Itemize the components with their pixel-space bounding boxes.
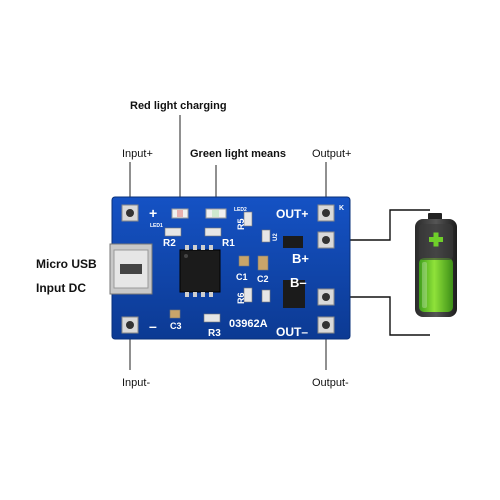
output-minus-label: Output-: [312, 377, 349, 389]
battery-plus-icon: [429, 232, 443, 247]
pcb-board: + – LED1 LED2 R2 R1 R5 R6 R3 C1 C2 C3 U2…: [109, 196, 351, 340]
leader-lines: [129, 115, 327, 370]
silk-c1: C1: [236, 272, 248, 282]
silk-plus: +: [149, 205, 157, 221]
silk-r1: R1: [222, 238, 235, 249]
silk-r3: R3: [208, 328, 221, 339]
silk-out-minus: OUT–: [276, 325, 308, 339]
charger-ic: [179, 245, 221, 297]
protection-ic: [283, 236, 305, 308]
silk-out-plus: OUT+: [276, 207, 308, 221]
silk-led1: LED1: [150, 223, 163, 229]
micro-usb-connector: [109, 243, 153, 295]
led-green: [205, 208, 227, 219]
solder-pads: [121, 204, 335, 334]
silk-led2: LED2: [234, 207, 247, 213]
red-light-label: Red light charging: [130, 100, 227, 112]
silk-b-minus: B–: [290, 275, 307, 290]
battery-charging-icon: [415, 213, 457, 317]
silk-r2: R2: [163, 238, 176, 249]
silk-c3: C3: [170, 321, 182, 331]
passive-components: [164, 211, 271, 323]
output-plus-label: Output+: [312, 148, 352, 160]
silk-r5: R5: [236, 218, 246, 230]
silk-u2: U2: [273, 233, 279, 241]
micro-usb-label: Micro USB Input DC: [36, 252, 97, 300]
input-minus-label: Input-: [122, 377, 151, 389]
micro-usb-label-line2: Input DC: [36, 281, 86, 295]
green-light-label: Green light means: [190, 148, 286, 160]
silk-c2: C2: [257, 274, 269, 284]
input-plus-label: Input+: [122, 148, 153, 160]
silk-code: 03962A: [229, 318, 268, 330]
silk-r6: R6: [236, 292, 246, 304]
silk-minus: –: [149, 318, 157, 334]
silk-k-mark: K: [339, 205, 344, 212]
led-red: [171, 208, 189, 219]
battery-level-fill: [419, 258, 453, 312]
micro-usb-label-line1: Micro USB: [36, 257, 97, 271]
battery-wires: [330, 209, 430, 336]
silk-b-plus: B+: [292, 251, 309, 266]
